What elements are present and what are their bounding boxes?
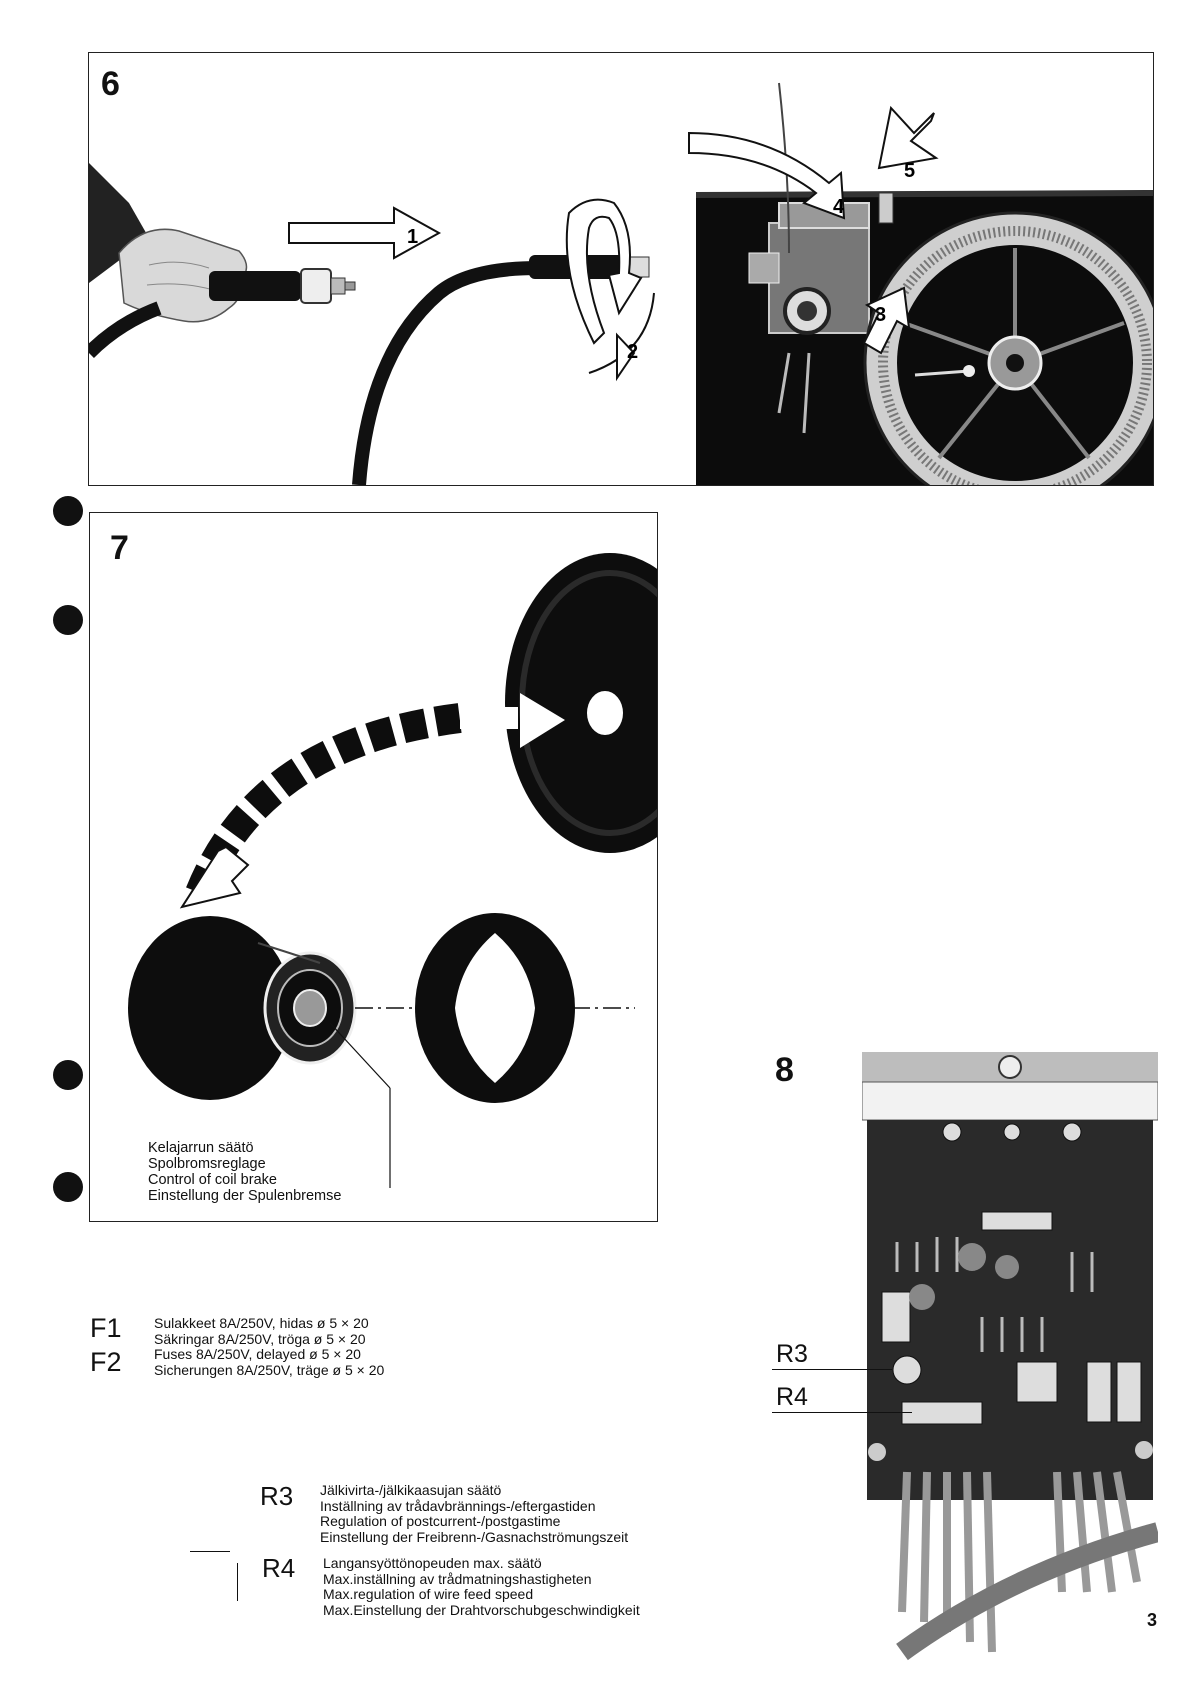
svg-text:5: 5	[904, 160, 915, 182]
fuse-description: Sulakkeet 8A/250V, hidas ø 5 × 20 Säkrin…	[154, 1315, 385, 1378]
pot-r4-description: Langansyöttönopeuden max. säätö Max.inst…	[323, 1555, 640, 1618]
figure-8-number: 8	[775, 1051, 794, 1089]
fuse-line-de: Sicherungen 8A/250V, träge ø 5 × 20	[154, 1361, 385, 1378]
callout-4: 4	[833, 196, 845, 218]
board-leader-r3	[772, 1369, 892, 1370]
svg-text:3: 3	[875, 304, 886, 326]
callout-2: 2	[627, 341, 638, 363]
r3-line-fi: Jälkivirta-/jälkikaasujan säätö	[320, 1482, 502, 1498]
margin-mark-horizontal	[190, 1551, 230, 1552]
fuse-line-sv: Säkringar 8A/250V, tröga ø 5 × 20	[154, 1330, 366, 1347]
binder-hole-2	[53, 605, 83, 635]
fuse-label-f2: F2	[90, 1347, 122, 1377]
pot-r3-description: Jälkivirta-/jälkikaasujan säätö Inställn…	[320, 1482, 629, 1545]
r3-line-de: Einstellung der Freibrenn-/Gasnachströmu…	[320, 1528, 629, 1545]
figure-8-photo	[861, 1052, 1161, 1668]
figure-7-illustration	[128, 553, 657, 1188]
figure-7-number: 7	[110, 529, 129, 567]
pot-label-r3: R3	[260, 1481, 294, 1511]
svg-text:4: 4	[833, 196, 845, 218]
r4-line-de: Max.Einstellung der Drahtvorschubgeschwi…	[323, 1601, 640, 1618]
callout-3: 3	[875, 304, 886, 326]
binder-hole-4	[53, 1172, 83, 1202]
r4-line-en: Max.regulation of wire feed speed	[323, 1586, 534, 1602]
fuse-line-en: Fuses 8A/250V, delayed ø 5 × 20	[154, 1346, 361, 1362]
page-number: 3	[1147, 1610, 1158, 1630]
board-label-r3: R3	[776, 1340, 808, 1368]
caption-line-en: Control of coil brake	[148, 1172, 277, 1188]
pot-label-r4: R4	[262, 1553, 296, 1583]
board-label-r4: R4	[776, 1383, 808, 1411]
r4-line-sv: Max.inställning av trådmatningshastighet…	[323, 1570, 592, 1587]
binder-hole-3	[53, 1060, 83, 1090]
callout-1: 1	[407, 226, 418, 248]
figure-6-panel: 6 1 2	[88, 52, 1154, 486]
caption-line-sv: Spolbromsreglage	[148, 1156, 266, 1172]
callout-5: 5	[904, 160, 915, 182]
fuse-label-f1: F1	[90, 1313, 122, 1343]
fuse-line-fi: Sulakkeet 8A/250V, hidas ø 5 × 20	[154, 1315, 369, 1331]
r3-line-sv: Inställning av trådavbrännings-/eftergas…	[320, 1497, 596, 1514]
margin-mark-vertical	[237, 1563, 238, 1601]
caption-line-de: Einstellung der Spulenbremse	[148, 1188, 342, 1204]
caption-line-fi: Kelajarrun säätö	[148, 1140, 254, 1156]
binder-hole-1	[53, 496, 83, 526]
board-leader-r4	[772, 1412, 912, 1413]
svg-text:1: 1	[407, 226, 418, 248]
figure-7-panel: 7 Kelajarrun säätö Spolbromsreglage Cont…	[89, 512, 658, 1222]
figure-6-illustration: 1 2 4 5	[89, 82, 1153, 485]
figure-6-number: 6	[101, 65, 120, 103]
coil-brake-caption: Kelajarrun säätö Spolbromsreglage Contro…	[148, 1140, 341, 1204]
r4-line-fi: Langansyöttönopeuden max. säätö	[323, 1555, 542, 1571]
r3-line-en: Regulation of postcurrent-/postgastime	[320, 1513, 561, 1529]
svg-text:2: 2	[627, 341, 638, 363]
